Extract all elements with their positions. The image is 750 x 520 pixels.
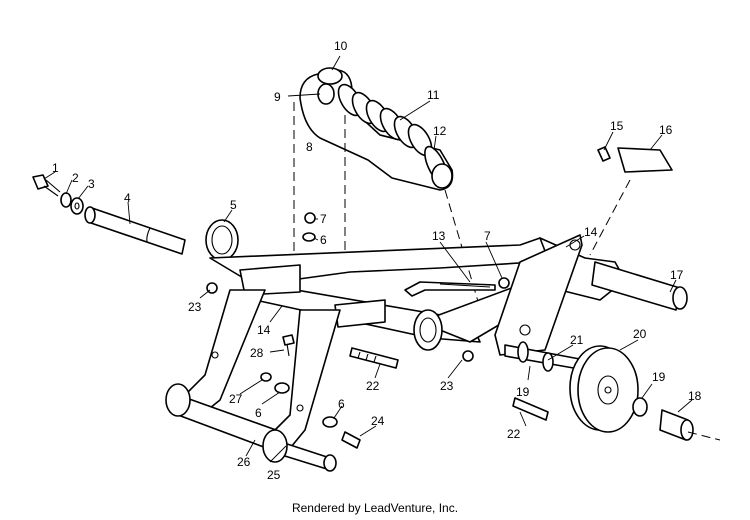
- leader-lines: [43, 55, 693, 463]
- callout-4: 4: [124, 191, 131, 205]
- callout-14: 14: [257, 323, 271, 337]
- nut-7: [304, 212, 316, 224]
- washer-2: [60, 192, 72, 208]
- washer-6: [274, 382, 290, 394]
- callout-24: 24: [371, 414, 385, 428]
- axle-21: [504, 341, 586, 372]
- callout-28: 28: [250, 346, 264, 360]
- rod-13: [404, 281, 496, 297]
- callout-1: 1: [52, 161, 59, 175]
- callout-7: 7: [484, 229, 491, 243]
- callout-19: 19: [516, 385, 530, 399]
- bracket-16: [617, 147, 673, 173]
- nut-23: [462, 350, 474, 362]
- callout-5: 5: [230, 198, 237, 212]
- bolt-24: [341, 431, 361, 449]
- callout-8: 8: [306, 140, 313, 154]
- spacer-tube-4: [84, 206, 186, 255]
- callout-15: 15: [610, 119, 624, 133]
- callout-6: 6: [338, 397, 345, 411]
- callout-12: 12: [433, 124, 447, 138]
- callout-6: 6: [320, 233, 327, 247]
- shock-absorber: [299, 67, 454, 191]
- bolt-28: [282, 334, 295, 357]
- lower-arm-26: [165, 289, 291, 456]
- washer-6: [302, 232, 316, 242]
- clip-15: [597, 146, 611, 162]
- callout-14: 14: [584, 225, 598, 239]
- callout-16: 16: [659, 123, 673, 137]
- callout-2: 2: [72, 171, 79, 185]
- callout-22: 22: [507, 427, 521, 441]
- callout-25: 25: [267, 468, 281, 482]
- callout-10: 10: [334, 39, 348, 53]
- callout-17: 17: [670, 268, 684, 282]
- alignment-line: [589, 179, 631, 256]
- callout-13: 13: [432, 229, 446, 243]
- nut-27: [260, 372, 272, 382]
- bolt-22: [349, 347, 399, 369]
- callout-23: 23: [188, 300, 202, 314]
- lower-arm-25: [211, 309, 341, 472]
- callout-11: 11: [427, 88, 440, 102]
- callout-19: 19: [652, 370, 666, 384]
- washer-6: [322, 416, 338, 428]
- callout-26: 26: [237, 455, 251, 469]
- callout-6: 6: [255, 406, 262, 420]
- callout-7: 7: [320, 212, 327, 226]
- front-arm-assembly: [209, 234, 688, 356]
- callout-22: 22: [366, 379, 380, 393]
- callout-27: 27: [229, 392, 243, 406]
- callout-18: 18: [688, 389, 702, 403]
- washer-19: [632, 397, 648, 417]
- bushing-cup-5: [205, 219, 239, 261]
- callout-20: 20: [633, 327, 647, 341]
- callout-9: 9: [274, 90, 281, 104]
- wheel-20: [569, 345, 639, 433]
- callout-23: 23: [440, 379, 454, 393]
- bolt-22: [512, 397, 549, 421]
- render-credit: Rendered by LeadVenture, Inc.: [291, 501, 459, 515]
- callout-21: 21: [570, 333, 584, 347]
- bolt-1: [32, 174, 61, 197]
- washer-3: [70, 197, 84, 215]
- callout-3: 3: [88, 177, 95, 191]
- bushing-18: [659, 409, 721, 441]
- nut-7: [498, 277, 510, 289]
